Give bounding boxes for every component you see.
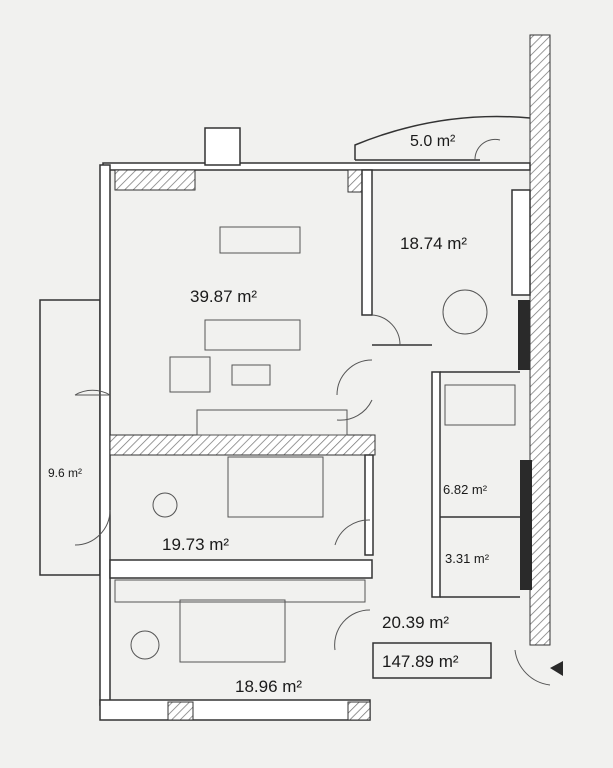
wall-bath — [431, 371, 441, 598]
wall-left — [99, 164, 111, 706]
area-label-balcony-top: 5.0 m² — [410, 133, 456, 150]
entrance-arrow — [550, 661, 563, 676]
wall-living-bedroom1 — [109, 434, 376, 456]
area-label-wc: 3.31 m² — [445, 551, 490, 566]
area-label-bedroom-1: 19.73 m² — [162, 535, 229, 554]
chimney — [204, 127, 241, 166]
balcony-top — [354, 115, 531, 161]
kitchen-units — [442, 189, 532, 590]
area-label-balcony-left: 9.6 m² — [48, 466, 82, 480]
area-label-living-room: 39.87 m² — [190, 287, 257, 306]
doors — [74, 138, 563, 686]
total-area-label: 147.89 m² — [382, 652, 459, 671]
total-area-box — [372, 642, 492, 679]
area-label-kitchen: 18.74 m² — [400, 234, 467, 253]
wall-living-kitchen — [361, 169, 373, 316]
balcony-left — [39, 299, 101, 576]
area-label-hall: 20.39 m² — [382, 613, 449, 632]
area-label-bedroom-2: 18.96 m² — [235, 677, 302, 696]
wall-corridor — [364, 454, 374, 556]
wall-right-hatched — [529, 34, 551, 646]
wall-bedroom1-bedroom2 — [109, 559, 373, 579]
area-label-bathroom: 6.82 m² — [443, 482, 488, 497]
wall-bottom — [99, 699, 371, 721]
wall-top — [102, 162, 531, 171]
furniture — [114, 226, 516, 663]
